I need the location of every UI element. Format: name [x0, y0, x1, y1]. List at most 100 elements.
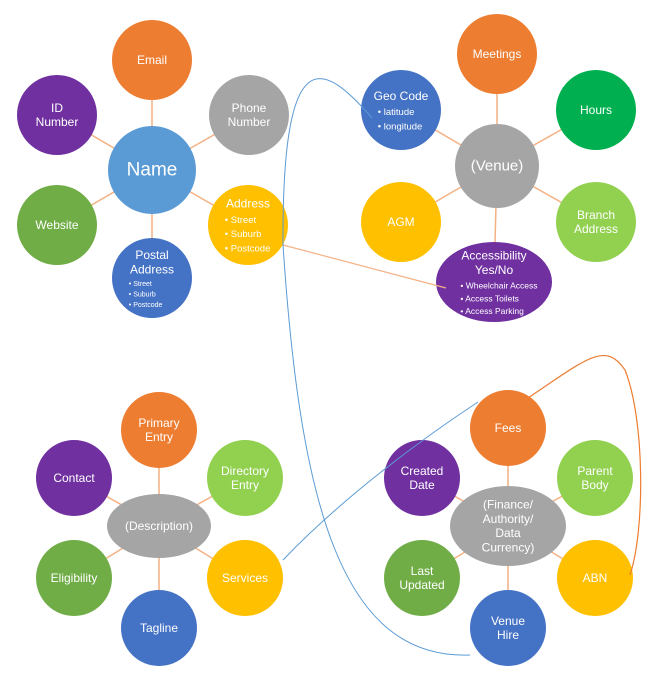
node-label-line: Phone [232, 101, 267, 115]
node-label-line: Hire [497, 628, 519, 642]
node-geo-code: Geo Code• latitude• longitude [361, 70, 441, 150]
node-label-line: Primary [138, 416, 179, 430]
node-meetings: Meetings [457, 14, 537, 94]
node-label-line: Entry [145, 430, 173, 444]
node-circle [361, 182, 441, 262]
node-circle [207, 440, 283, 516]
address-to-geo-code-link [282, 78, 373, 246]
node-label-line: ID [51, 101, 63, 115]
node-label-line: Created [401, 464, 444, 478]
node-label-line: Venue [491, 614, 525, 628]
center-label-line: Data [495, 526, 521, 540]
node-label: Address [130, 262, 174, 276]
center-label-line: (Venue) [471, 158, 524, 175]
node-bullet: • Suburb [129, 291, 156, 298]
node-bullet: • Access Toilets [460, 293, 519, 303]
node-abn: ABN [557, 540, 633, 616]
node-circle [436, 242, 552, 322]
node-hours: Hours [556, 70, 636, 150]
node-fees: Fees [470, 390, 546, 466]
node-services: Services [207, 540, 283, 616]
services-to-fees-link [282, 401, 479, 561]
node-circle [36, 540, 112, 616]
node-bullet: • Wheelchair Access [460, 281, 537, 291]
node-circle [208, 185, 288, 265]
node-label-line: Last [411, 564, 434, 578]
node-label-line: Website [35, 218, 78, 232]
fees-to-abn-link [524, 354, 642, 576]
node-label-line: Contact [53, 471, 95, 485]
node-circle [121, 392, 197, 468]
node-label-line: Email [137, 53, 167, 67]
node-bullet: • longitude [378, 121, 423, 132]
node-label-line: Fees [495, 421, 522, 435]
node-circle [470, 590, 546, 666]
node-bullet: • Access Parking [460, 306, 524, 316]
node-label: Yes/No [475, 263, 514, 277]
node-label-line: Body [581, 478, 608, 492]
node-circle [17, 185, 97, 265]
node-label-line: Services [222, 571, 268, 585]
center-label-line: (Description) [125, 519, 193, 533]
node-bullet: • Street [225, 214, 257, 225]
node-circle [112, 20, 192, 100]
node-circle [207, 540, 283, 616]
node-label-line: AGM [387, 215, 414, 229]
address-to-accessibility-link [282, 244, 447, 289]
center-label-line: Currency) [482, 541, 535, 555]
node-eligibility: Eligibility [36, 540, 112, 616]
node-label-line: Entry [231, 478, 259, 492]
node-label-line: Address [574, 222, 618, 236]
node-label-line: Tagline [140, 621, 178, 635]
node-circle [209, 75, 289, 155]
node-label-line: Directory [221, 464, 269, 478]
node-label-line: Branch [577, 208, 615, 222]
node-circle [361, 70, 441, 150]
node-circle [36, 440, 112, 516]
center-label-line: (Finance/ [483, 497, 534, 511]
node-label-line: Hours [580, 103, 612, 117]
node-circle [112, 238, 192, 318]
node-circle [556, 70, 636, 150]
center-node-description: (Description) [107, 494, 211, 558]
node-circle [17, 75, 97, 155]
center-circle [107, 494, 211, 558]
node-label-line: Updated [399, 578, 444, 592]
center-label-line: Authority/ [483, 512, 534, 526]
node-circle [557, 440, 633, 516]
node-circle [384, 540, 460, 616]
node-address: Address• Street• Suburb• Postcode [208, 185, 288, 265]
node-label: Geo Code [374, 89, 429, 103]
node-label-line: Meetings [473, 47, 522, 61]
node-label-line: Date [409, 478, 435, 492]
node-bullet: • Postcode [129, 301, 163, 308]
node-circle [470, 390, 546, 466]
node-bullet: • Street [129, 280, 152, 287]
node-circle [557, 540, 633, 616]
center-circle [455, 124, 539, 208]
address-to-venue-hire-link [282, 244, 471, 656]
node-bullet: • Postcode [225, 243, 271, 254]
center-node-venue: (Venue) [455, 124, 539, 208]
node-bullet: • Suburb [225, 229, 262, 240]
cross-links [282, 78, 642, 656]
node-label: Accessibility [461, 249, 526, 263]
center-label-line: Name [127, 160, 178, 181]
node-tagline: Tagline [121, 590, 197, 666]
node-label-line: Parent [577, 464, 613, 478]
node-circle [384, 440, 460, 516]
node-contact: Contact [36, 440, 112, 516]
node-circle [556, 182, 636, 262]
